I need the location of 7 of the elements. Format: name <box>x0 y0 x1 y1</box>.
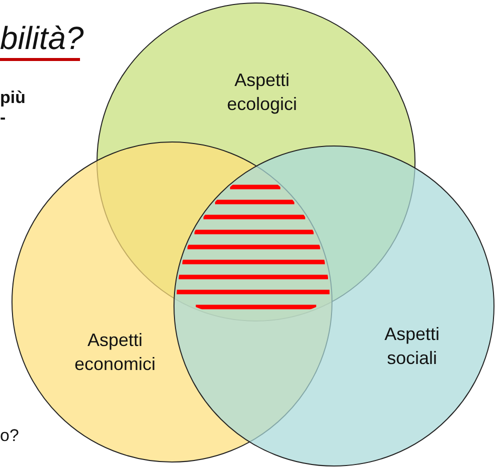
circle-label: Aspetti ecologici <box>226 69 298 116</box>
text-fragment: o? <box>0 426 19 446</box>
circle-label: Aspetti sociali <box>383 323 441 370</box>
title-fragment: bilità? <box>0 20 84 57</box>
text-fragment: - <box>0 108 6 128</box>
text-fragment: più <box>0 88 26 108</box>
circle-label: Aspetti economici <box>73 329 157 376</box>
